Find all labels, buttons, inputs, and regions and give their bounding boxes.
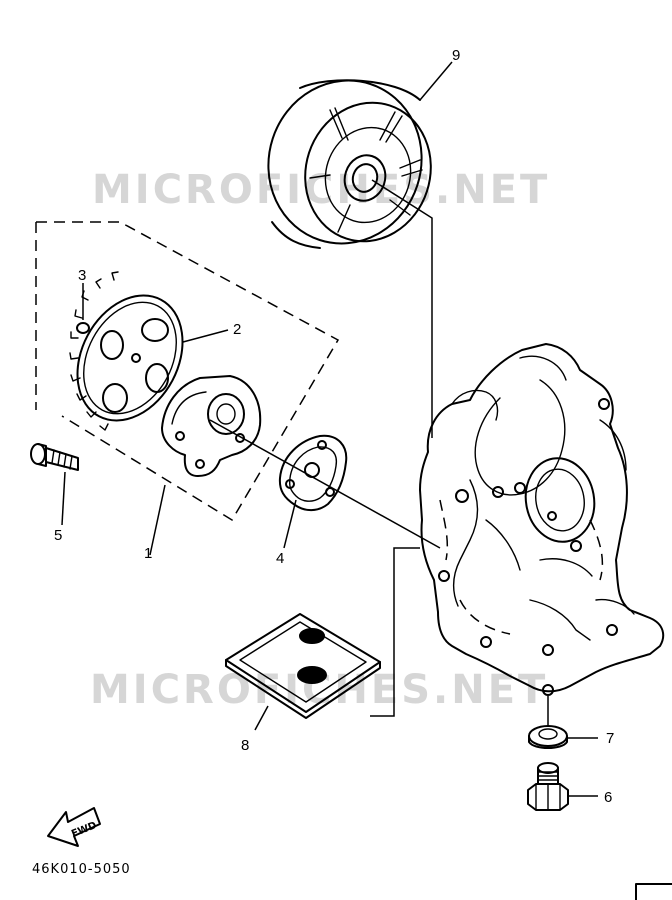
assembly-boundary <box>35 221 340 522</box>
leader-9 <box>419 61 453 101</box>
rotor-center-line <box>371 179 433 438</box>
leader-4 <box>283 499 297 549</box>
fwd-label: FWD <box>70 820 98 840</box>
leader-8 <box>254 705 269 731</box>
leader-2 <box>182 329 229 343</box>
callout-8: 8 <box>241 737 249 754</box>
callout-2: 2 <box>233 321 241 338</box>
fwd-arrow-icon: FWD <box>47 807 101 847</box>
washer-icon <box>528 725 568 749</box>
oil-strainer-icon <box>225 613 381 719</box>
page-corner-mark <box>635 883 672 900</box>
callout-5: 5 <box>54 527 62 544</box>
crankcase-icon <box>419 343 665 696</box>
pump-sprocket-gear-icon <box>69 271 184 431</box>
callout-6: 6 <box>604 789 612 806</box>
callout-1: 1 <box>144 545 152 562</box>
leader-1 <box>149 484 166 556</box>
drain-bolt-icon <box>527 762 569 811</box>
part-code: 46K010-5050 <box>32 862 131 877</box>
leader-5 <box>61 471 66 526</box>
pan-head-screw-icon <box>30 443 79 471</box>
oil-pump-assembly-icon <box>161 375 262 477</box>
callout-9: 9 <box>452 47 460 64</box>
rotor-flywheel-icon <box>267 79 432 249</box>
callout-3: 3 <box>78 267 86 284</box>
callout-4: 4 <box>276 550 284 567</box>
pump-shaft-line <box>209 419 441 549</box>
pump-gasket-icon <box>278 434 348 512</box>
circlip-icon <box>76 322 90 334</box>
strainer-guide-line <box>370 547 420 717</box>
watermark-top: MICROFICHES.NET <box>92 167 550 213</box>
callout-7: 7 <box>606 730 614 747</box>
